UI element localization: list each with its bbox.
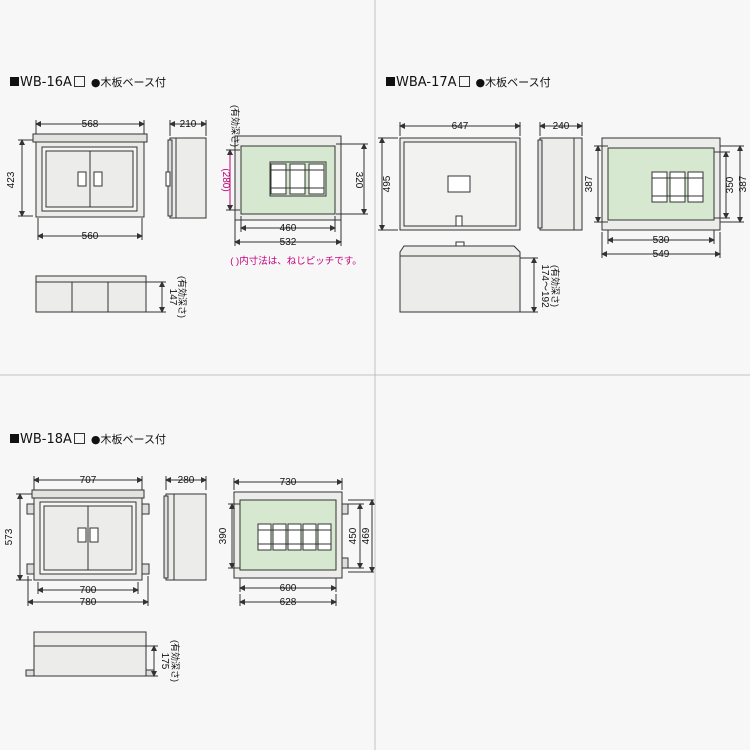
model-note: ●木板ベース付 xyxy=(90,433,166,446)
wb18-front-width: 707 xyxy=(80,475,97,486)
wb16-side-view xyxy=(165,137,207,219)
wb16-effective-depth: 147 xyxy=(167,289,178,306)
square-bullet-icon xyxy=(10,434,19,443)
pitch-note: ( )内寸法は、ねじピッチです。 xyxy=(230,255,362,267)
wb18-front-height: 573 xyxy=(4,528,15,545)
wba17-side-depth: 240 xyxy=(553,121,570,132)
wba17-front-view xyxy=(399,137,521,231)
model-note: ●木板ベース付 xyxy=(90,76,166,89)
wb16-front-view xyxy=(32,133,148,218)
model-code: WB-16A xyxy=(20,75,72,90)
wb18-effective-depth: 175 xyxy=(159,653,170,670)
panel-empty xyxy=(376,376,750,750)
wb16-front-inner: 560 xyxy=(82,231,99,242)
wb18-depth-label: (有効深さ) xyxy=(170,640,181,682)
wb16-board-inner-w: 460 xyxy=(280,223,297,234)
wb18-board-h1: 390 xyxy=(218,527,229,544)
wb18-side-view xyxy=(163,493,207,581)
wb18-board-h3: 469 xyxy=(361,527,372,544)
wba17-board-inner-w: 530 xyxy=(653,235,670,246)
square-bullet-icon xyxy=(386,77,395,86)
suffix-box-icon xyxy=(73,76,85,87)
wb16-board-outer-w: 532 xyxy=(280,237,297,248)
wb18-bottom-view xyxy=(25,631,155,677)
wb18-board-h2: 450 xyxy=(348,527,359,544)
wb18-board-top-w: 730 xyxy=(280,477,297,488)
wb16-bottom-view xyxy=(35,275,147,313)
wb18-board-inner-w: 600 xyxy=(280,583,297,594)
wb18-side-depth: 280 xyxy=(178,475,195,486)
wb16-board-depth-label: (有効深さ) xyxy=(230,105,241,147)
wba17-depth-label: (有効深さ) xyxy=(550,265,561,307)
wb18-front-inner: 700 xyxy=(80,585,97,596)
wba17-effective-depth: 174～192 xyxy=(539,264,550,308)
wb16-front-height: 423 xyxy=(6,171,17,188)
suffix-box-icon xyxy=(73,433,85,444)
wba17-board-h1: 387 xyxy=(584,175,595,192)
wb16-front-width: 568 xyxy=(82,119,99,130)
wb16-board-height: 320 xyxy=(353,172,364,189)
wba17-front-width: 647 xyxy=(452,121,469,132)
title-wb16: WB-16A ●木板ベース付 xyxy=(10,74,166,90)
wb18-front-outer: 780 xyxy=(80,597,97,608)
wb18-board-outer-w: 628 xyxy=(280,597,297,608)
wb18-front-view xyxy=(26,489,150,581)
title-wba17: WBA-17A ●木板ベース付 xyxy=(386,74,551,90)
wba17-board-outer-w: 549 xyxy=(653,249,670,260)
suffix-box-icon xyxy=(458,76,470,87)
wb16-side-depth: 210 xyxy=(180,119,197,130)
wba17-front-height: 495 xyxy=(382,175,393,192)
wb16-depth-label: (有効深さ) xyxy=(177,276,188,318)
square-bullet-icon xyxy=(10,77,19,86)
wba17-side-view xyxy=(537,137,583,231)
title-wb18: WB-18A ●木板ベース付 xyxy=(10,431,166,447)
wba17-board-view xyxy=(601,137,721,231)
wba17-bottom-view xyxy=(399,241,521,313)
wb16-board-view xyxy=(234,135,342,221)
wb16-board-pitch: (280) xyxy=(220,168,231,191)
model-note: ●木板ベース付 xyxy=(475,76,551,89)
wba17-board-h2: 350 xyxy=(725,176,736,193)
model-code: WBA-17A xyxy=(396,75,457,90)
wb18-board-view xyxy=(233,491,349,579)
model-code: WB-18A xyxy=(20,432,72,447)
wba17-board-h3: 387 xyxy=(738,175,749,192)
